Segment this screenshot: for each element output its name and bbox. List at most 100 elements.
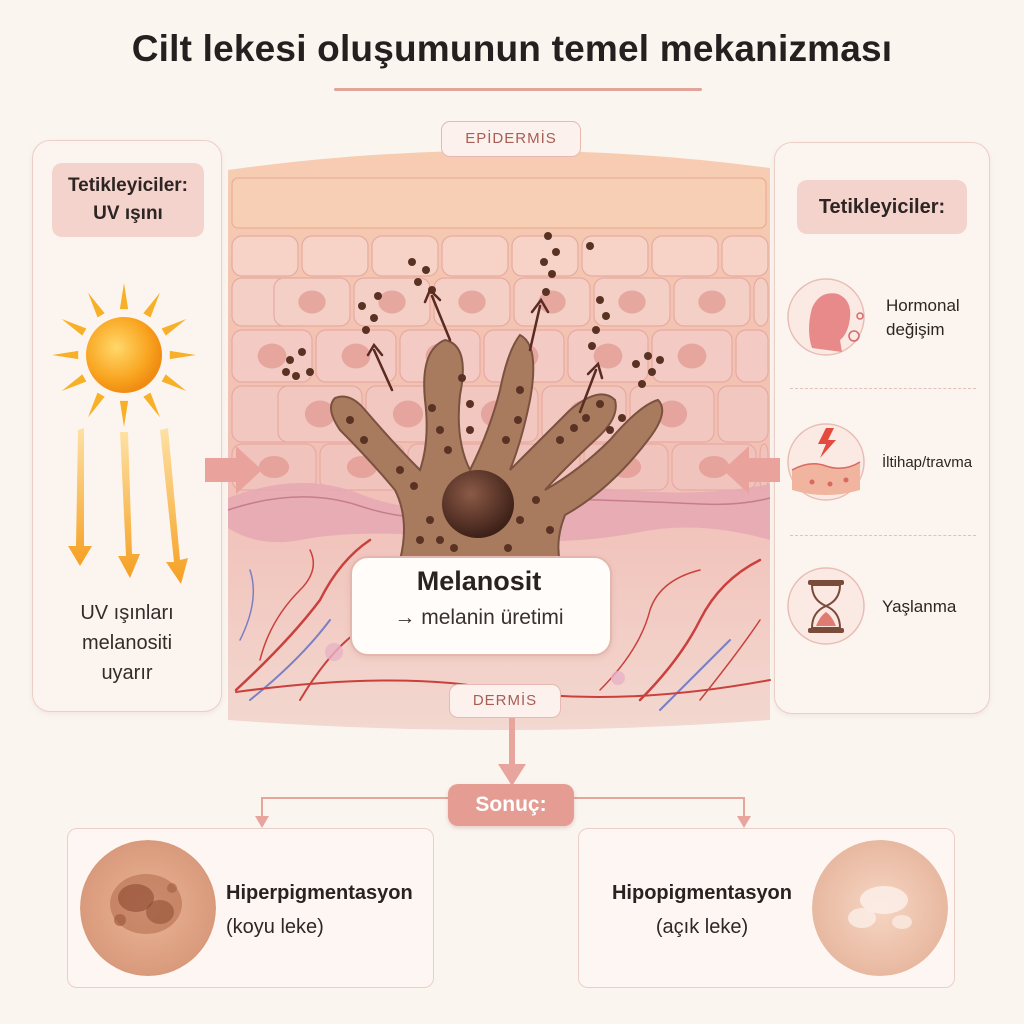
melanin-granule — [370, 314, 378, 322]
cell-nucleus — [257, 343, 287, 369]
sun-ray — [88, 392, 105, 418]
cell-nucleus — [378, 290, 406, 314]
epidermis-cell — [581, 235, 649, 277]
melanin-granule — [582, 414, 590, 422]
melanin-granule — [416, 536, 424, 544]
cell-nucleus — [341, 343, 371, 369]
melanin-granule — [360, 436, 368, 444]
melanin-granule — [648, 368, 656, 376]
melanin-granule — [298, 348, 306, 356]
sun-ray — [143, 292, 160, 318]
melanin-granule — [602, 312, 610, 320]
sun-ray — [143, 392, 160, 418]
melanin-granule — [504, 544, 512, 552]
melanin-granules — [282, 232, 664, 552]
cell-nucleus — [298, 290, 326, 314]
uv-description-line: UV ışınları — [80, 602, 174, 624]
cell-nucleus — [304, 400, 336, 428]
melanin-granule — [358, 302, 366, 310]
cell-nucleus — [656, 400, 688, 428]
melanin-granule — [542, 288, 550, 296]
divider — [790, 388, 976, 389]
melanin-granule — [556, 436, 564, 444]
blood-vessels — [234, 538, 771, 711]
melanin-granule — [458, 374, 466, 382]
skin-lightning-icon — [787, 423, 865, 501]
result-chip: Sonuç: — [448, 784, 574, 826]
result-connector — [255, 714, 751, 828]
chip-line: Tetikleyiciler: — [67, 175, 189, 196]
chip-line: UV ışını — [93, 203, 163, 224]
melanin-granule — [282, 368, 290, 376]
melanin-granule — [516, 516, 524, 524]
cell-nucleus — [618, 290, 646, 314]
divider — [790, 535, 976, 536]
right-input-arrow — [723, 446, 780, 494]
melanin-granule — [606, 426, 614, 434]
hourglass-icon — [787, 567, 865, 645]
uv-ray-arrows — [68, 428, 188, 584]
hyperpigmentation-skin-image — [80, 840, 216, 976]
melanin-granule — [466, 400, 474, 408]
epidermis-cell — [735, 329, 769, 383]
sun-icon — [52, 283, 196, 427]
epidermis-cell — [441, 235, 509, 277]
melanin-granule — [286, 356, 294, 364]
left-input-arrow — [205, 446, 262, 494]
melanin-granule — [570, 424, 578, 432]
hyperpigmentation-title: Hiperpigmentasyon — [226, 882, 413, 904]
melanin-granule — [548, 270, 556, 278]
cell-nucleus — [392, 400, 424, 428]
epidermis-cell — [753, 277, 769, 327]
melanin-granule — [362, 326, 370, 334]
uv-trigger-chip: Tetikleyiciler: UV ışını — [52, 163, 204, 237]
epidermis-cell — [717, 385, 769, 443]
trigger-label-aging: Yaşlanma — [882, 597, 957, 616]
melanin-granule — [588, 342, 596, 350]
melanin-granule — [618, 414, 626, 422]
melanin-transfer-arrows — [366, 287, 604, 414]
cell-nucleus — [458, 290, 486, 314]
melanin-granule — [546, 526, 554, 534]
melanin-granule — [532, 496, 540, 504]
woman-head-icon — [787, 278, 865, 356]
melanin-granule — [426, 516, 434, 524]
melanin-granule — [644, 352, 652, 360]
melanin-granule — [596, 400, 604, 408]
melanin-granule — [466, 426, 474, 434]
uv-description-line: melanositi — [81, 632, 173, 654]
melanin-granule — [436, 426, 444, 434]
stratum-corneum — [231, 177, 767, 229]
melanin-granule — [632, 360, 640, 368]
melanin-granule — [408, 258, 416, 266]
page-title: Cilt lekesi oluşumunun temel mekanizması — [131, 28, 893, 69]
trigger-label-inflammation: İltihap/travma — [882, 454, 973, 471]
melanin-granule — [596, 296, 604, 304]
melanocyte-cell — [330, 333, 664, 564]
melanocyte-nucleus — [442, 470, 514, 538]
uv-description-line: uyarır — [101, 662, 153, 684]
melanin-granule — [436, 536, 444, 544]
melanin-granule — [544, 232, 552, 240]
cell-nucleus — [258, 455, 290, 479]
melanocyte-subtitle: → melanin üretimi — [394, 606, 564, 629]
epidermis-cell — [301, 235, 369, 277]
sun-ray — [169, 350, 196, 360]
melanin-granule — [514, 416, 522, 424]
melanin-granule — [346, 416, 354, 424]
melanin-granule — [656, 356, 664, 364]
melanin-granule — [552, 248, 560, 256]
epidermis-cell — [721, 235, 769, 277]
sun-ray — [61, 374, 87, 391]
sun-ray — [119, 400, 129, 427]
title-underline — [334, 88, 702, 91]
melanin-granule — [396, 466, 404, 474]
melanin-granule — [414, 278, 422, 286]
sun-ray — [161, 374, 187, 391]
other-triggers-chip: Tetikleyiciler: — [797, 180, 967, 234]
melanocyte-card — [350, 556, 612, 656]
melanin-granule — [592, 326, 600, 334]
epidermis-cell — [511, 235, 579, 277]
melanin-granule — [306, 368, 314, 376]
hyperpigmentation-subtitle: (koyu leke) — [226, 916, 324, 938]
